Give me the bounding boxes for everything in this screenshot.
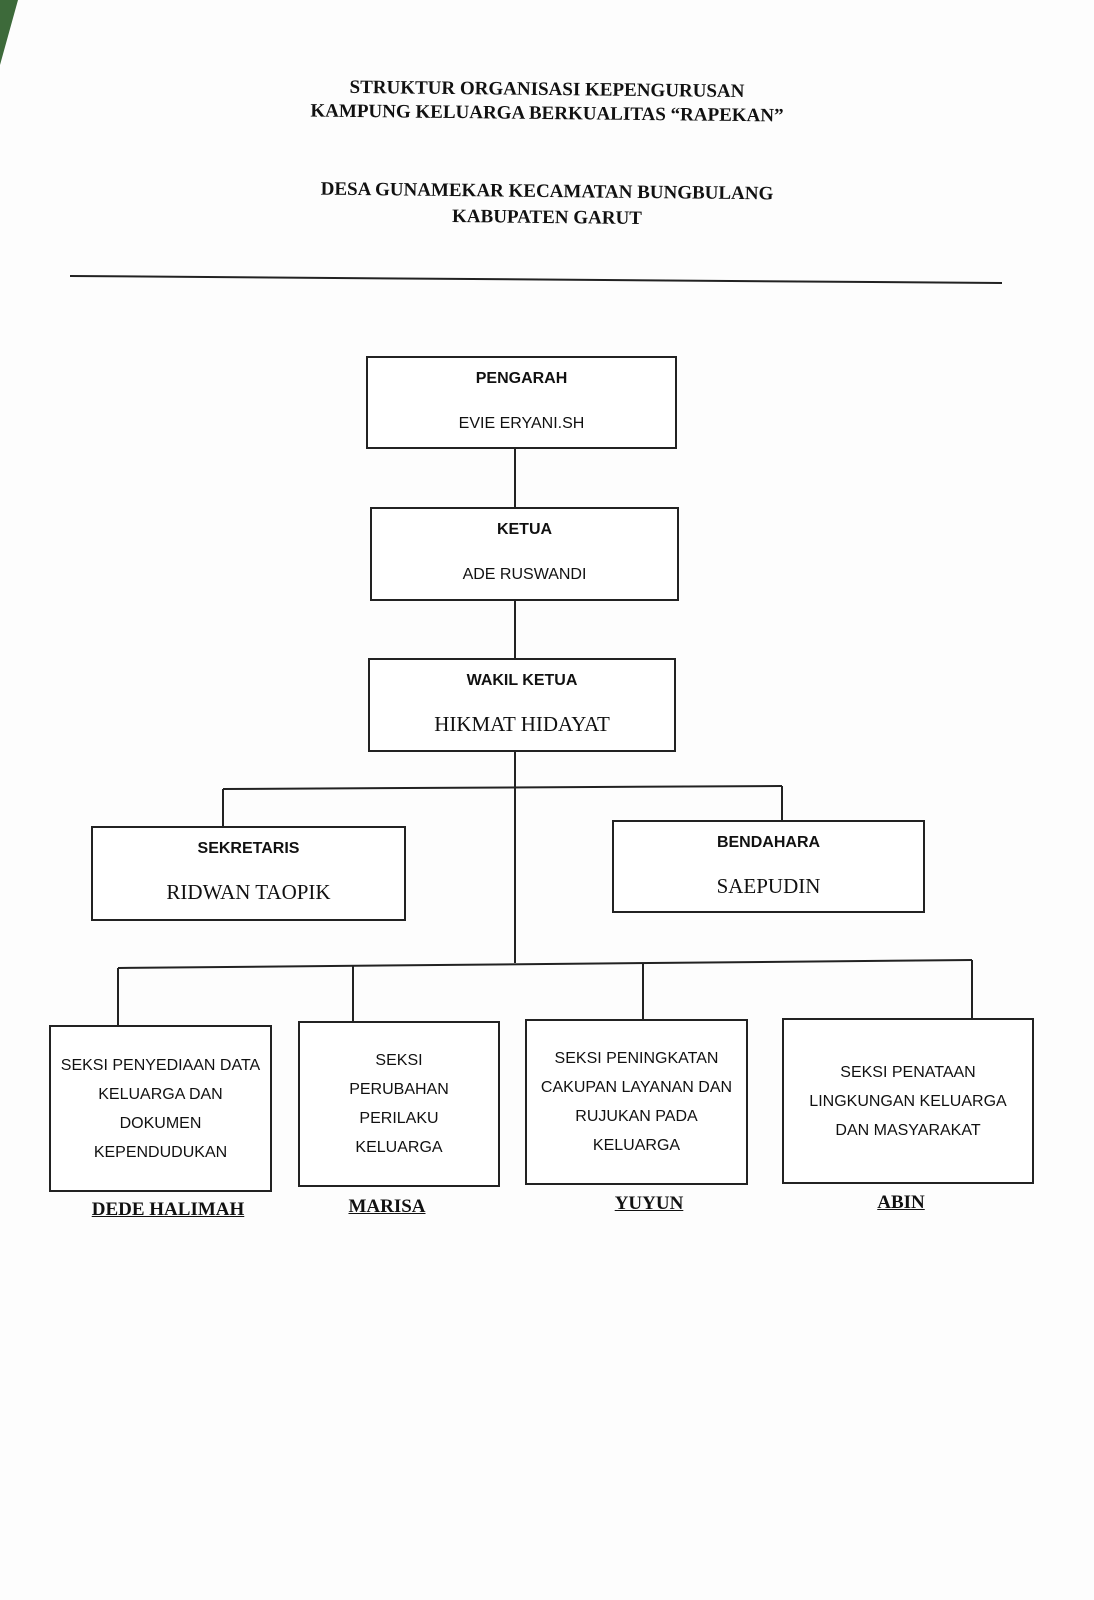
wakil-ketua-role: WAKIL KETUA <box>466 672 578 689</box>
header-rule <box>69 275 1003 284</box>
seksi-role-1: SEKSI PENYEDIAAN DATA KELUARGA DAN DOKUM… <box>60 1056 261 1161</box>
pengarah-box: PENGARAH EVIE ERYANI.SH <box>366 356 677 449</box>
ketua-box: KETUA ADE RUSWANDI <box>370 507 679 601</box>
ketua-role: KETUA <box>496 521 553 538</box>
pengarah-role: PENGARAH <box>475 370 568 387</box>
seksi-box-4: SEKSI PENATAAN LINGKUNGAN KELUARGA DAN M… <box>782 1018 1034 1184</box>
sekretaris-box: SEKRETARIS RIDWAN TAOPIK <box>91 826 406 921</box>
bendahara-name: SAEPUDIN <box>716 874 821 898</box>
seksi-name-3: YUYUN <box>614 1193 684 1214</box>
seksi-role-3: SEKSI PENINGKATAN CAKUPAN LAYANAN DAN RU… <box>540 1050 733 1154</box>
bendahara-box: BENDAHARA SAEPUDIN <box>612 820 925 913</box>
sekretaris-role: SEKRETARIS <box>197 840 300 857</box>
seksi-box-3: SEKSI PENINGKATAN CAKUPAN LAYANAN DAN RU… <box>525 1019 748 1185</box>
green-corner-background <box>0 0 18 65</box>
seksi-name-1: DEDE HALIMAH <box>91 1199 245 1220</box>
ketua-name: ADE RUSWANDI <box>462 566 587 583</box>
bendahara-role: BENDAHARA <box>716 834 821 851</box>
wakil-ketua-name: HIKMAT HIDAYAT <box>434 712 610 736</box>
seksi-role-2: SEKSI PERUBAHAN PERILAKU KELUARGA <box>349 1052 449 1156</box>
pengarah-name: EVIE ERYANI.SH <box>458 415 585 432</box>
seksi-box-1: SEKSI PENYEDIAAN DATA KELUARGA DAN DOKUM… <box>49 1025 272 1192</box>
seksi-box-2: SEKSI PERUBAHAN PERILAKU KELUARGA <box>298 1021 500 1187</box>
seksi-role-4: SEKSI PENATAAN LINGKUNGAN KELUARGA DAN M… <box>809 1063 1007 1139</box>
wakil-ketua-box: WAKIL KETUA HIKMAT HIDAYAT <box>368 658 676 752</box>
sekretaris-name: RIDWAN TAOPIK <box>166 880 331 904</box>
seksi-name-2: MARISA <box>348 1196 426 1217</box>
seksi-name-4: ABIN <box>877 1192 925 1213</box>
